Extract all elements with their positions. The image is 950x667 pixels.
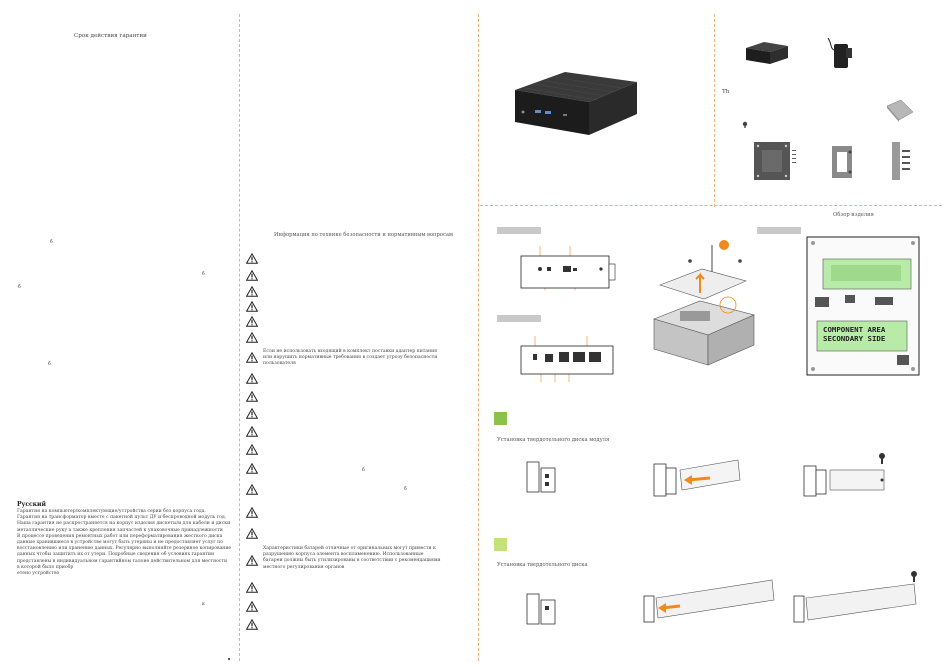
fold-line-1 bbox=[239, 14, 240, 661]
page-mark bbox=[228, 658, 230, 660]
warning-icon bbox=[246, 301, 258, 312]
power-adapter-text: Если не использовать входящий в комплект… bbox=[263, 349, 438, 367]
warning-icon bbox=[246, 555, 258, 566]
warning-item bbox=[246, 507, 446, 519]
fold-line-3 bbox=[714, 14, 715, 207]
warning-item bbox=[246, 601, 446, 613]
section-marker-1 bbox=[494, 412, 507, 425]
warning-icon bbox=[246, 484, 258, 495]
warning-icon bbox=[246, 270, 258, 281]
product-photo bbox=[505, 60, 645, 144]
warning-icon bbox=[246, 373, 258, 384]
warning-icon bbox=[246, 444, 258, 455]
fold-line-horizontal bbox=[480, 205, 942, 206]
warning-icon bbox=[246, 408, 258, 419]
ssd-step-1-1 bbox=[525, 458, 565, 502]
lang-heading: Русский bbox=[17, 501, 46, 508]
warranty-line: данных чтобы защитить их от утери. Подро… bbox=[17, 552, 215, 558]
motherboard-diagram bbox=[805, 235, 922, 382]
warning-icon bbox=[246, 463, 258, 474]
stray-mark: к bbox=[202, 602, 205, 607]
disassembly-diagram bbox=[650, 235, 760, 384]
stray-mark: б bbox=[202, 272, 205, 277]
warning-icon bbox=[246, 352, 258, 363]
overview-title: Обзор изделия bbox=[833, 212, 874, 218]
stray-mark: б bbox=[362, 468, 365, 473]
ssd-step-1-3 bbox=[800, 452, 895, 504]
warranty-title: Срок действия гарантии bbox=[74, 33, 147, 39]
motherboard-label-line: SECONDARY SIDE bbox=[823, 334, 886, 343]
warning-item bbox=[246, 444, 446, 456]
front-view-diagram bbox=[515, 242, 620, 298]
install-title-1: Установка твердотельного диска модуля bbox=[497, 437, 610, 443]
safety-title: Информация по технике безопасности и нор… bbox=[274, 232, 453, 238]
package-item-bracket bbox=[828, 144, 858, 184]
warning-icon bbox=[246, 426, 258, 437]
warning-item bbox=[246, 391, 446, 403]
warranty-line: металлические руку а также крепления зап… bbox=[17, 527, 223, 533]
motherboard-label: COMPONENT AREA SECONDARY SIDE bbox=[823, 325, 885, 343]
rear-view-tab bbox=[497, 315, 541, 322]
package-label: Th bbox=[722, 89, 730, 95]
warning-icon bbox=[246, 601, 258, 612]
warranty-line: Гарантия на трансформатор вместе с пакет… bbox=[17, 515, 227, 521]
install-title-2: Установка твердотельного диска bbox=[497, 562, 588, 568]
warranty-line: представлены в индивидуальном гарантийно… bbox=[17, 558, 228, 564]
warning-icon bbox=[246, 391, 258, 402]
warranty-text: Гарантия на компьютер/комплектующие/устр… bbox=[17, 509, 233, 577]
warning-item bbox=[246, 484, 446, 496]
warning-item bbox=[246, 332, 446, 344]
package-item-screw bbox=[742, 114, 748, 133]
package-item-manual bbox=[885, 98, 915, 128]
warning-icon bbox=[246, 507, 258, 518]
warning-icon bbox=[246, 286, 258, 297]
front-view-tab bbox=[497, 227, 541, 234]
package-item-vesa-plate bbox=[752, 140, 798, 186]
warranty-line: В процессе проведения ремонтных работ ил… bbox=[17, 533, 223, 539]
battery-text: Характеристики батарей отличные от ориги… bbox=[263, 546, 441, 570]
package-item-adapter bbox=[822, 34, 858, 78]
section-marker-2 bbox=[494, 538, 507, 551]
warranty-line: етено устройство bbox=[17, 571, 60, 577]
warning-item bbox=[246, 426, 446, 438]
fold-line-2 bbox=[478, 14, 479, 661]
motherboard-label-line: COMPONENT AREA bbox=[823, 325, 886, 334]
warranty-line: в которой было приобр bbox=[17, 564, 74, 570]
ssd-step-2-1 bbox=[525, 590, 565, 634]
warning-item bbox=[246, 301, 446, 313]
warning-item bbox=[246, 270, 446, 282]
ssd-step-1-2 bbox=[650, 458, 745, 507]
warning-item bbox=[246, 463, 446, 475]
warning-item bbox=[246, 253, 446, 265]
stray-mark: б bbox=[50, 240, 53, 245]
warranty-line: восстановлению или хранению данных. Регу… bbox=[17, 546, 232, 552]
warning-icon bbox=[246, 619, 258, 630]
ssd-step-2-2 bbox=[640, 576, 780, 632]
rear-view-diagram bbox=[515, 334, 620, 388]
warning-item bbox=[246, 352, 446, 364]
warning-icon bbox=[246, 582, 258, 593]
warning-icon bbox=[246, 332, 258, 343]
package-item-rails bbox=[888, 140, 914, 188]
warning-item bbox=[246, 373, 446, 385]
warranty-line: данные хранившиеся в устройстве могут бы… bbox=[17, 540, 223, 546]
warning-item bbox=[246, 286, 446, 298]
package-item-unit bbox=[742, 38, 792, 72]
warranty-line: Гарантия на компьютер/комплектующие/устр… bbox=[17, 509, 206, 514]
warning-icon bbox=[246, 528, 258, 539]
stray-mark: б bbox=[18, 285, 21, 290]
warning-icon bbox=[246, 316, 258, 327]
warning-item bbox=[246, 316, 446, 328]
board-view-tab bbox=[757, 227, 801, 234]
warning-item bbox=[246, 408, 446, 420]
warranty-line: Наша гарантия не распространяется на кор… bbox=[17, 521, 231, 527]
warning-item bbox=[246, 619, 446, 631]
warning-icon bbox=[246, 253, 258, 264]
warning-item bbox=[246, 582, 446, 594]
warning-item bbox=[246, 528, 446, 540]
stray-mark: б bbox=[404, 487, 407, 492]
ssd-step-2-3 bbox=[790, 570, 930, 632]
stray-mark: б bbox=[48, 362, 51, 367]
warning-item bbox=[246, 555, 446, 567]
